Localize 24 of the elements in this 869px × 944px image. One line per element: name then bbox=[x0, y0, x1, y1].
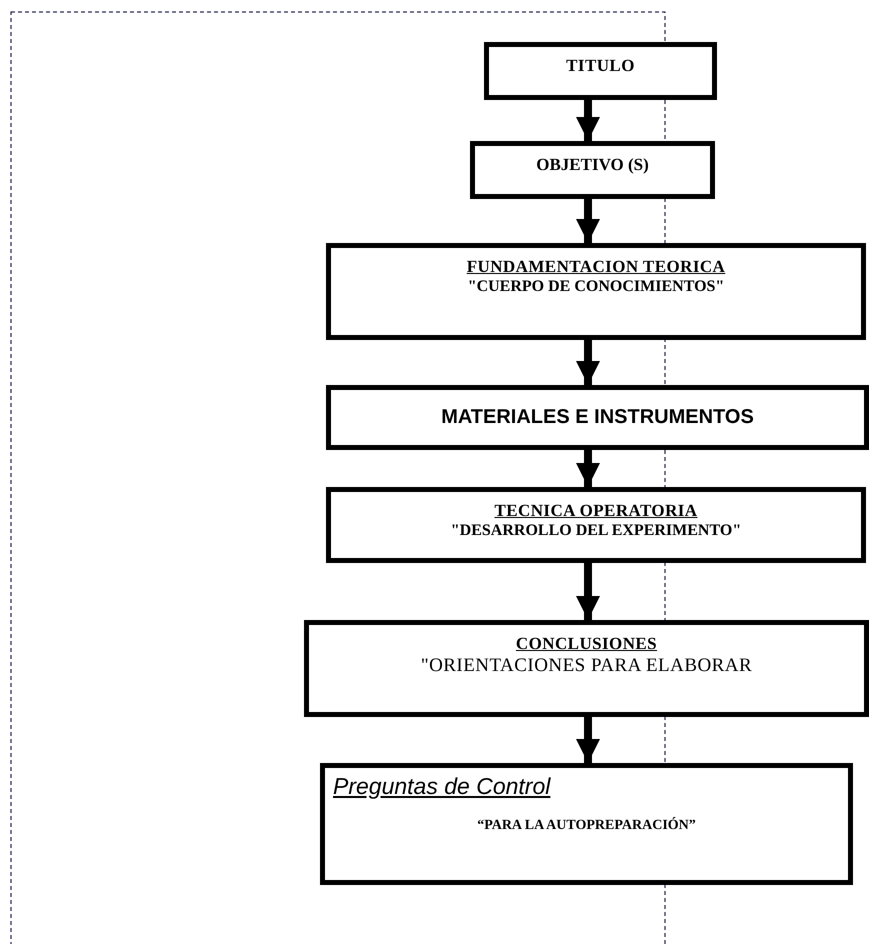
arrow bbox=[576, 450, 600, 487]
heading: MATERIALES E INSTRUMENTOS bbox=[441, 405, 754, 430]
subtitle: "ORIENTACIONES PARA ELABORAR bbox=[420, 654, 752, 678]
process-box bbox=[470, 141, 715, 199]
process-box bbox=[326, 243, 866, 340]
process-box bbox=[326, 385, 869, 450]
subtitle: "DESARROLLO DEL EXPERIMENTO" bbox=[450, 521, 742, 542]
heading: OBJETIVO (S) bbox=[536, 154, 649, 176]
heading: FUNDAMENTACION TEORICA bbox=[466, 256, 726, 278]
heading: TECNICA OPERATORIA bbox=[494, 500, 698, 522]
subtitle: “PARA LA AUTOPREPARACIÓN” bbox=[477, 816, 696, 834]
process-box bbox=[326, 487, 866, 563]
process-box bbox=[484, 42, 717, 100]
process-box bbox=[320, 763, 853, 885]
subtitle: "CUERPO DE CONOCIMIENTOS" bbox=[468, 277, 724, 298]
arrow bbox=[576, 340, 600, 385]
arrow bbox=[576, 199, 600, 243]
process-box bbox=[304, 620, 869, 717]
arrow bbox=[576, 717, 600, 763]
heading: CONCLUSIONES bbox=[516, 633, 658, 654]
arrow bbox=[576, 100, 600, 141]
arrow bbox=[576, 563, 600, 620]
heading: TITULO bbox=[566, 55, 635, 76]
heading: Preguntas de Control bbox=[333, 772, 550, 801]
